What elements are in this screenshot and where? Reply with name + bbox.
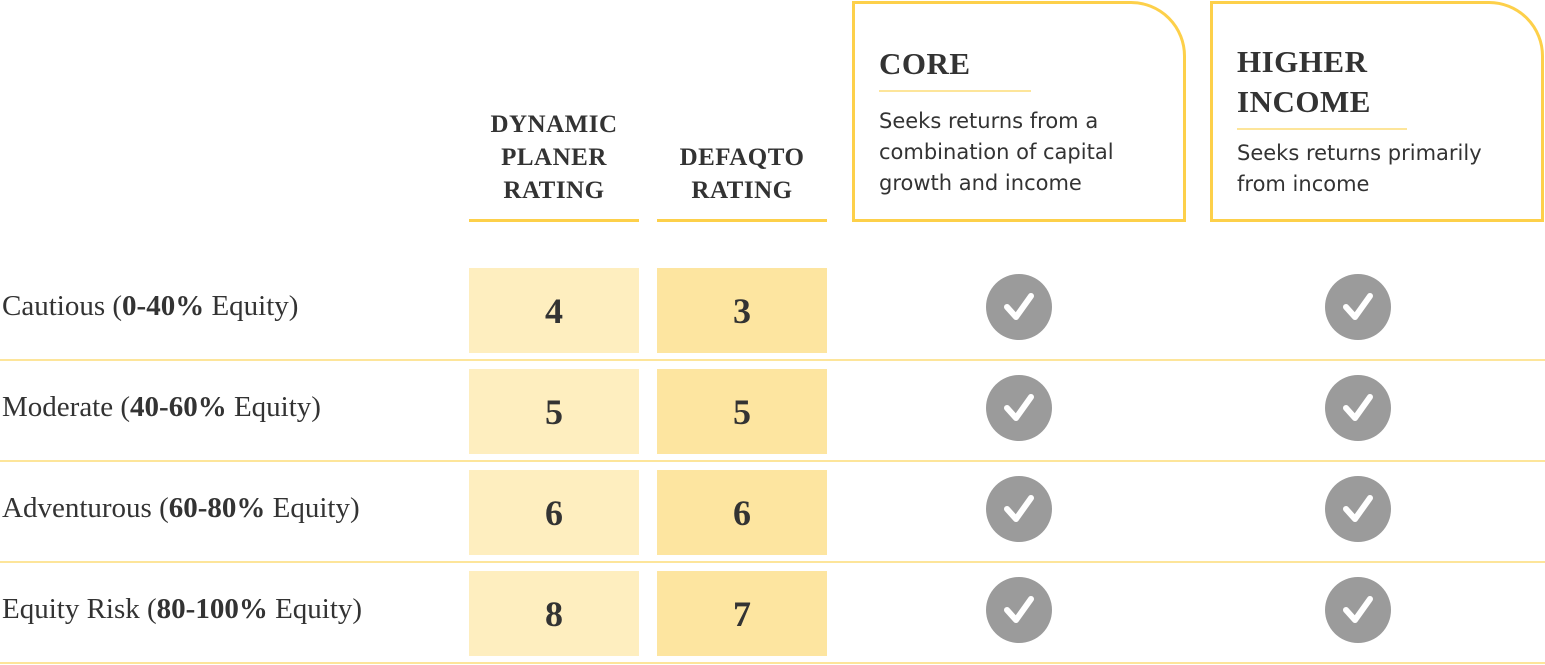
core-title: CORE [879, 44, 1031, 92]
risk-name: Moderate ( [2, 391, 131, 423]
core-description: Seeks returns from a combination of capi… [879, 109, 1114, 195]
core-card: CORE Seeks returns from a combination of… [852, 1, 1186, 222]
check-icon [986, 375, 1052, 441]
column-header-defaqto: DEFAQTO RATING [657, 141, 827, 222]
dynamic-planer-rating: 8 [469, 571, 639, 656]
higher-income-card: HIGHER INCOME Seeks returns primarily fr… [1210, 1, 1544, 222]
label-suffix: Equity) [204, 290, 299, 322]
row-label: Cautious (0-40% Equity) [2, 290, 462, 323]
defaqto-rating: 6 [657, 470, 827, 555]
check-icon [986, 274, 1052, 340]
check-icon [1325, 476, 1391, 542]
check-icon [986, 577, 1052, 643]
equity-range: 60-80% [168, 492, 266, 524]
risk-name: Cautious ( [2, 290, 123, 322]
row-divider [0, 460, 1545, 462]
equity-range: 40-60% [130, 391, 227, 423]
row-divider [0, 561, 1545, 563]
label-suffix: Equity) [267, 593, 363, 625]
row-label: Moderate (40-60% Equity) [2, 391, 462, 424]
risk-name: Adventurous ( [2, 492, 169, 524]
defaqto-rating: 7 [657, 571, 827, 656]
check-icon [1325, 375, 1391, 441]
row-divider [0, 359, 1545, 361]
defaqto-rating: 3 [657, 268, 827, 353]
defaqto-rating: 5 [657, 369, 827, 454]
risk-name: Equity Risk ( [2, 593, 157, 625]
higher-income-description: Seeks returns primarily from income [1237, 141, 1482, 196]
check-icon [1325, 274, 1391, 340]
dynamic-planer-rating: 5 [469, 369, 639, 454]
check-icon [1325, 577, 1391, 643]
dynamic-planer-rating: 6 [469, 470, 639, 555]
row-label: Adventurous (60-80% Equity) [2, 492, 462, 525]
row-label: Equity Risk (80-100% Equity) [2, 593, 462, 626]
label-suffix: Equity) [226, 391, 321, 423]
check-icon [986, 476, 1052, 542]
dynamic-planer-rating: 4 [469, 268, 639, 353]
equity-range: 80-100% [156, 593, 268, 625]
row-divider [0, 662, 1545, 664]
column-header-dynamic-planer: DYNAMIC PLANER RATING [469, 108, 639, 222]
higher-income-title: HIGHER INCOME [1237, 42, 1407, 130]
label-suffix: Equity) [265, 492, 360, 524]
equity-range: 0-40% [122, 290, 205, 322]
